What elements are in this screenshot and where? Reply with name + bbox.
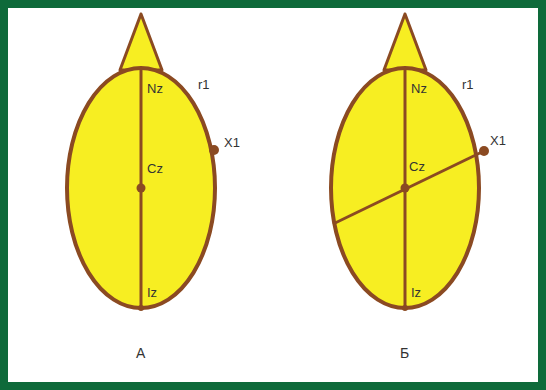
electrode-label: Nz bbox=[411, 82, 427, 95]
head-outline bbox=[331, 68, 479, 308]
arc-label: r1 bbox=[198, 78, 210, 91]
x1-point bbox=[209, 145, 219, 155]
x1-point bbox=[479, 146, 489, 156]
electrode-label: Nz bbox=[147, 82, 163, 95]
electrode-label: Iz bbox=[411, 286, 421, 299]
head-a bbox=[67, 14, 219, 311]
electrode-label: X1 bbox=[490, 134, 506, 147]
cz-point bbox=[137, 184, 146, 193]
electrode-label: X1 bbox=[224, 136, 240, 149]
nose-triangle bbox=[120, 14, 162, 70]
iz-point bbox=[402, 305, 408, 311]
panel-letter: А bbox=[136, 346, 145, 360]
cz-point bbox=[401, 184, 410, 193]
electrode-label: Iz bbox=[147, 286, 157, 299]
electrode-label: Cz bbox=[409, 160, 425, 173]
electrode-label: Cz bbox=[147, 162, 163, 175]
transverse-line bbox=[333, 151, 484, 224]
head-b bbox=[331, 14, 489, 311]
arc-label: r1 bbox=[462, 78, 474, 91]
panel-letter: Б bbox=[400, 346, 409, 360]
head-outline bbox=[67, 68, 215, 308]
iz-point bbox=[138, 305, 144, 311]
nose-triangle bbox=[384, 14, 426, 70]
frame-border bbox=[4, 4, 542, 386]
